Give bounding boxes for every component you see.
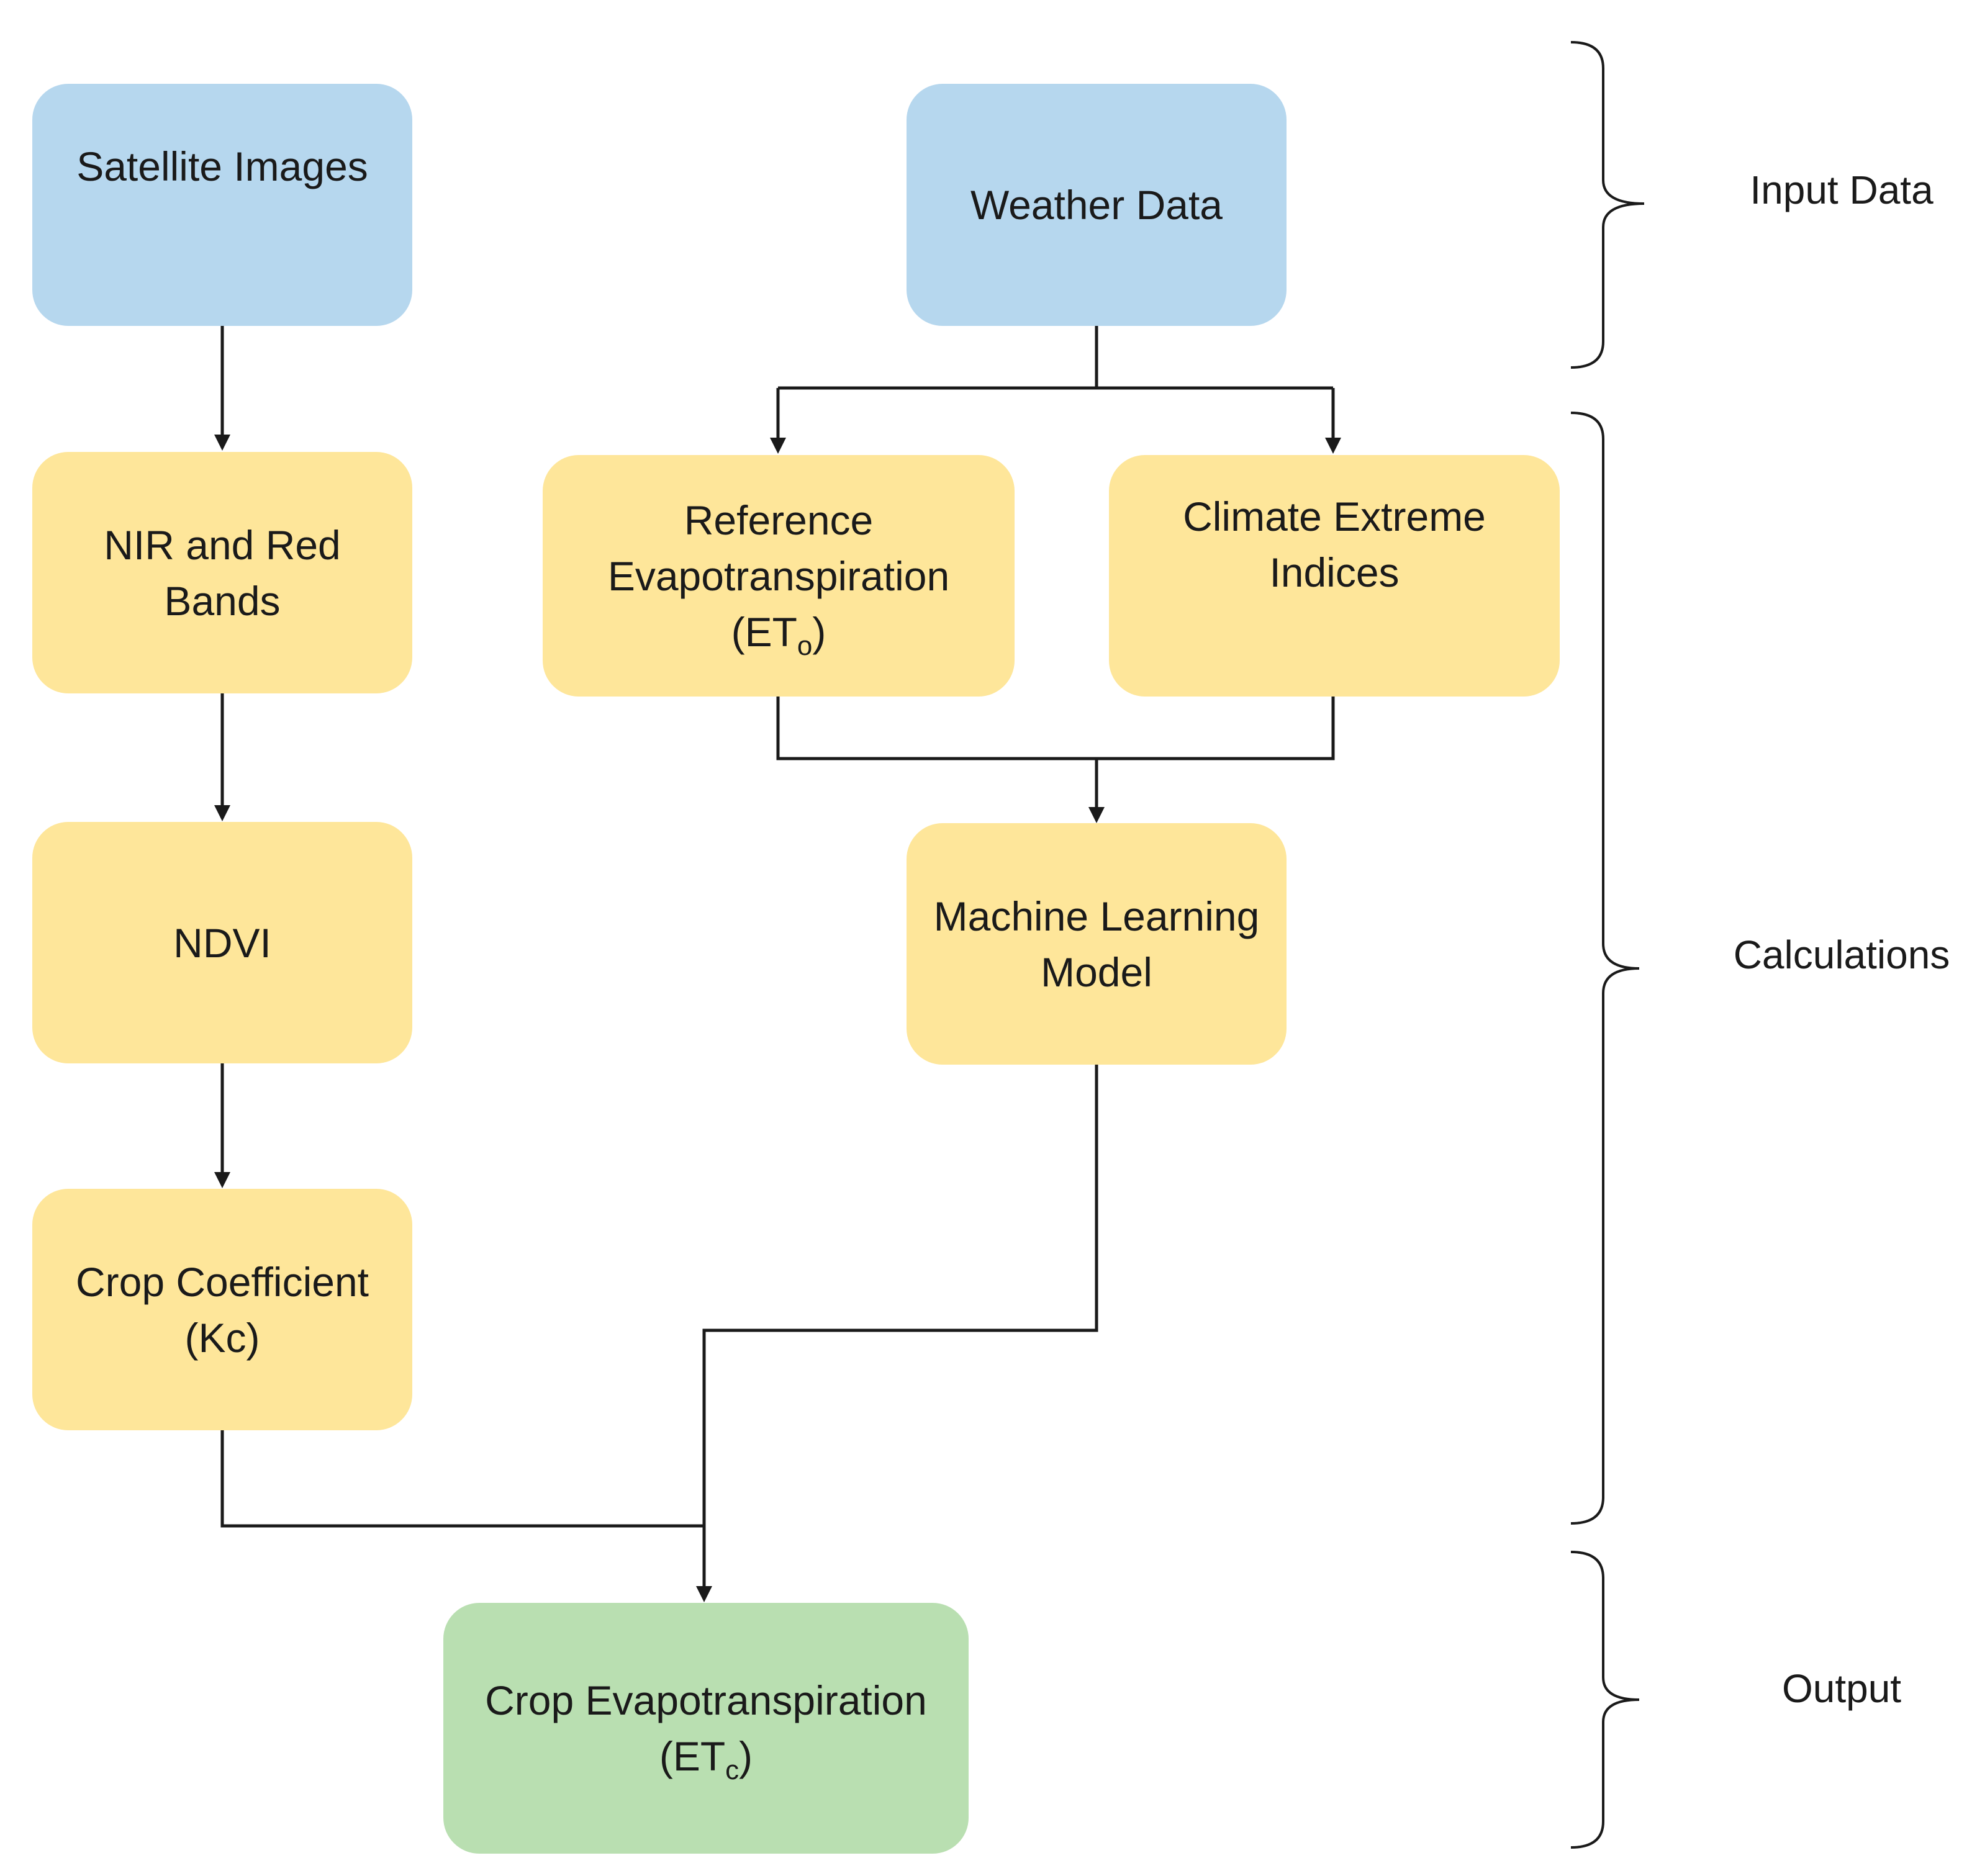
node-crop-coefficient: Crop Coefficient (Kc) bbox=[32, 1189, 412, 1430]
crop-et-line2: (ETc) bbox=[659, 1728, 753, 1784]
arrowhead-crop-et bbox=[696, 1586, 712, 1602]
connector-weather-split bbox=[776, 326, 1335, 438]
reference-et-line2: Evapotranspiration bbox=[607, 552, 950, 599]
node-reference-evapotranspiration: Reference Evapotranspiration (ETo) bbox=[543, 455, 1015, 697]
arrowhead-climate-indices bbox=[1325, 438, 1341, 454]
reference-et-suffix: ) bbox=[812, 608, 826, 655]
crop-coefficient-line2: (Kc) bbox=[184, 1314, 260, 1361]
crop-et-prefix: (ET bbox=[659, 1733, 726, 1779]
ndvi-label: NDVI bbox=[173, 919, 271, 966]
crop-et-line1: Crop Evapotranspiration bbox=[485, 1677, 927, 1723]
connector-ml-to-output bbox=[702, 1064, 1098, 1586]
satellite-images-label: Satellite Images bbox=[76, 143, 368, 189]
node-crop-evapotranspiration: Crop Evapotranspiration (ETc) bbox=[443, 1603, 969, 1854]
ml-model-line2: Model bbox=[1041, 949, 1152, 995]
node-satellite-images: Satellite Images bbox=[32, 84, 412, 326]
reference-et-line1: Reference bbox=[684, 497, 874, 543]
brace-input-data bbox=[1570, 41, 1645, 369]
arrowhead-ndvi bbox=[214, 805, 230, 821]
arrowhead-ml-model bbox=[1088, 807, 1105, 823]
crop-et-subscript: c bbox=[725, 1755, 740, 1785]
climate-indices-line2: Indices bbox=[1269, 549, 1400, 595]
reference-et-line3: (ETo) bbox=[731, 604, 826, 660]
brace-output bbox=[1570, 1551, 1640, 1849]
node-nir-red-bands: NIR and Red Bands bbox=[32, 452, 412, 693]
nir-red-bands-line1: NIR and Red bbox=[104, 521, 341, 568]
node-weather-data: Weather Data bbox=[907, 84, 1287, 326]
climate-indices-line1: Climate Extreme bbox=[1183, 494, 1486, 539]
brace-calculations bbox=[1570, 412, 1640, 1525]
node-climate-extreme-indices: Climate Extreme Indices bbox=[1109, 455, 1560, 697]
reference-et-prefix: (ET bbox=[731, 608, 797, 655]
stage-label-input-data: Input Data bbox=[1750, 168, 1934, 212]
arrowhead-reference-et bbox=[770, 438, 786, 454]
crop-et-suffix: ) bbox=[739, 1733, 753, 1779]
node-ndvi: NDVI bbox=[32, 822, 412, 1063]
nir-red-bands-line2: Bands bbox=[164, 577, 281, 624]
stage-label-output: Output bbox=[1781, 1666, 1902, 1711]
crop-coefficient-line1: Crop Coefficient bbox=[75, 1258, 369, 1305]
reference-et-subscript: o bbox=[797, 630, 813, 661]
arrowhead-bands bbox=[214, 435, 230, 451]
weather-data-label: Weather Data bbox=[970, 182, 1223, 228]
ml-model-line1: Machine Learning bbox=[933, 893, 1260, 939]
node-machine-learning-model: Machine Learning Model bbox=[907, 823, 1287, 1065]
connector-merge-to-ml bbox=[776, 697, 1335, 807]
arrowhead-kc bbox=[214, 1172, 230, 1188]
stage-label-calculations: Calculations bbox=[1733, 932, 1950, 977]
connector-kc-to-output bbox=[220, 1430, 704, 1528]
